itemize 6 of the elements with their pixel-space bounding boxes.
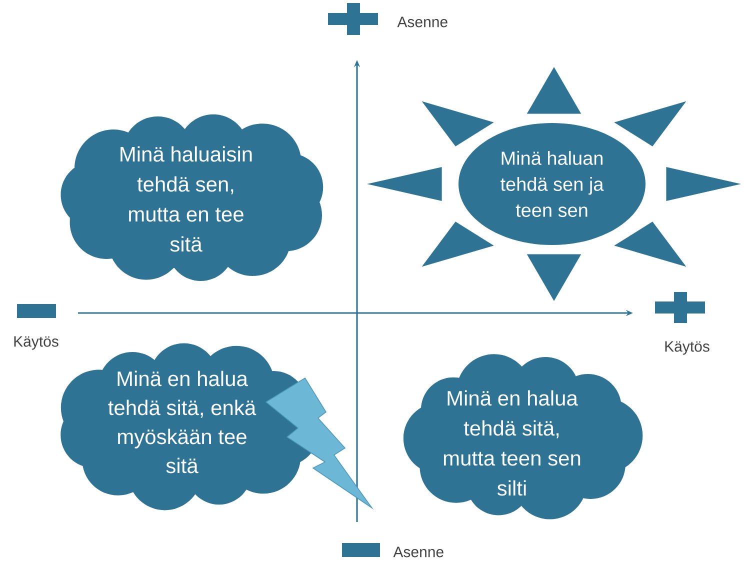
- axis-label: Asenne: [393, 546, 444, 558]
- axis-label: Käytös: [14, 336, 58, 350]
- node-label: Minä en halua tehdä sitä, enkä myöskään tee sitä: [108, 370, 256, 474]
- storm-cloud: Minä en halua tehdä sitä, enkä myöskään tee sitä: [60, 343, 374, 510]
- axis-label: Käytös: [665, 341, 710, 355]
- axis-label: Asenne: [397, 16, 448, 28]
